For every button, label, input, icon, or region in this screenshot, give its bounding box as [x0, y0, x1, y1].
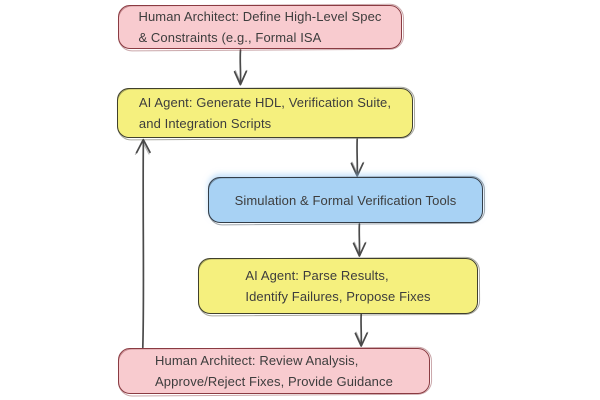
node-label-line: Identify Failures, Propose Fixes [245, 289, 431, 304]
arrow-spec-to-generate [233, 49, 248, 86]
node-label-line: Human Architect: Define High-Level Spec [138, 9, 382, 24]
arrow-feedback-review-to-generate [134, 138, 151, 349]
node-label-line: Approve/Reject Fixes, Provide Guidance [155, 374, 393, 389]
node-label-line: Human Architect: Review Analysis, [155, 353, 359, 368]
node-human-review: Human Architect: Review Analysis, Approv… [118, 348, 430, 394]
node-label-line: and Integration Scripts [138, 116, 272, 131]
arrow-parse-to-review [354, 313, 369, 347]
node-human-define-spec: Human Architect: Define High-Level Spec … [118, 5, 402, 49]
node-ai-generate-hdl: AI Agent: Generate HDL, Verification Sui… [117, 88, 413, 138]
node-label-line: AI Agent: Parse Results, [245, 268, 389, 283]
arrow-generate-to-tools [350, 138, 365, 177]
node-label: Simulation & Formal Verification Tools [235, 190, 457, 211]
node-label: Human Architect: Define High-Level Spec … [138, 6, 381, 48]
arrow-tools-to-parse [352, 223, 367, 257]
node-label: AI Agent: Parse Results, Identify Failur… [245, 265, 430, 307]
node-label-line: Simulation & Formal Verification Tools [234, 192, 457, 208]
node-simulation-verification-tools: Simulation & Formal Verification Tools [208, 177, 483, 223]
node-label-line: & Constraints (e.g., Formal ISA [138, 30, 322, 45]
node-label: AI Agent: Generate HDL, Verification Sui… [139, 92, 391, 134]
node-label: Human Architect: Review Analysis, Approv… [155, 350, 393, 392]
node-ai-parse-results: AI Agent: Parse Results, Identify Failur… [198, 258, 478, 314]
node-label-line: AI Agent: Generate HDL, Verification Sui… [138, 95, 392, 110]
